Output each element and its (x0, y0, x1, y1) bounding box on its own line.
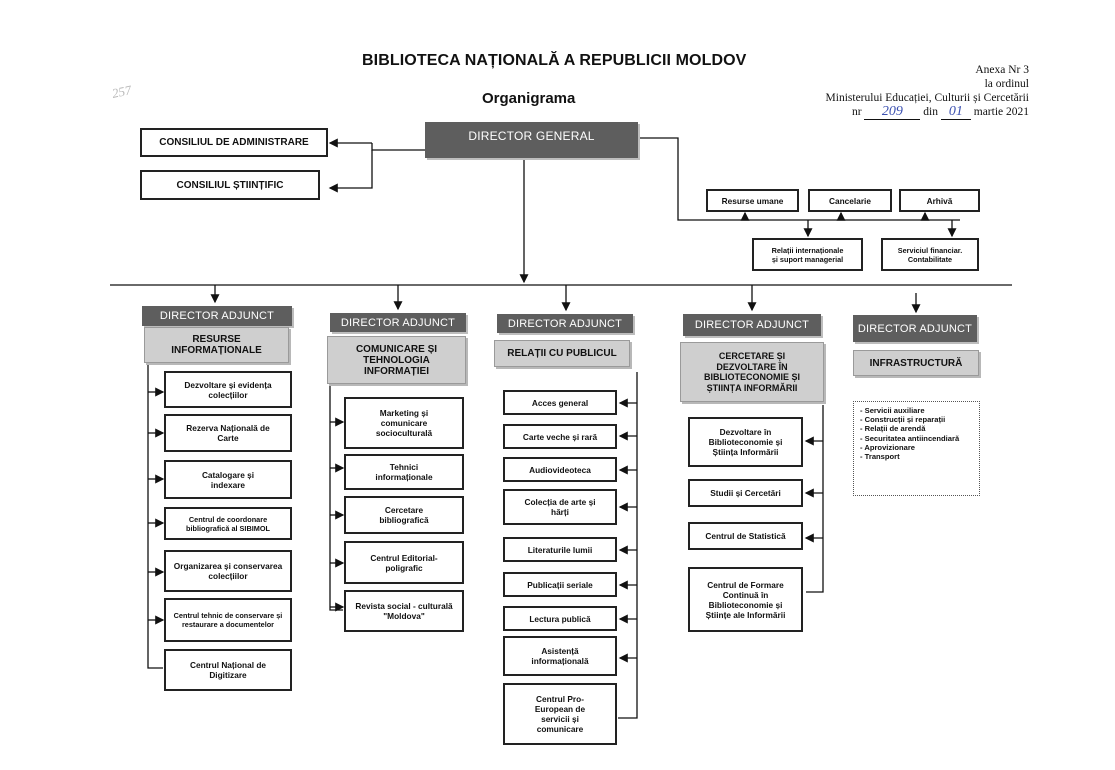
unit-lectura-publica: Lectura publică (503, 606, 617, 631)
unit-acces-general: Acces general (503, 390, 617, 415)
director-general-box: DIRECTOR GENERAL (425, 122, 638, 158)
annex-line-3: Ministerului Educației, Culturii și Cerc… (825, 92, 1029, 104)
unit-rezerva-nationala: Rezerva Națională de Carte (164, 414, 292, 452)
service-item: - Servicii auxiliare (860, 406, 925, 415)
service-item: - Aprovizionare (860, 442, 915, 452)
service-item: - Securitatea antiincendiară (860, 433, 960, 443)
unit-dezvoltare-biblioteconomie: Dezvoltare în Biblioteconomie și Știința… (688, 417, 803, 467)
annex-nr-label: nr (851, 106, 862, 118)
page-subtitle: Organigrama (482, 90, 576, 107)
unit-publicatii-seriale: Publicații seriale (503, 572, 617, 597)
area-cercetare-dezvoltare: CERCETARE ȘI DEZVOLTARE ÎN BIBLIOTECONOM… (680, 342, 824, 402)
unit-revista-moldova: Revista social - culturală "Moldova" (344, 590, 464, 632)
director-adjunct-1: DIRECTOR ADJUNCT (142, 306, 292, 326)
unit-centrul-tehnic-conservare: Centrul tehnic de conservare și restaura… (164, 598, 292, 642)
unit-cercetare-bibliografica: Cercetare bibliografică (344, 496, 464, 534)
annex-nr-value: 209 (864, 105, 921, 120)
unit-carte-veche: Carte veche și rară (503, 424, 617, 449)
page-title: BIBLIOTECA NAȚIONALĂ A REPUBLICII MOLDOV (362, 52, 747, 69)
unit-formare-continua: Centrul de Formare Continuă în Bibliotec… (688, 567, 803, 632)
financiar-line-1: Serviciul financiar. (897, 245, 963, 255)
director-adjunct-5: DIRECTOR ADJUNCT (853, 315, 977, 342)
annex-block: Anexa Nr 3 la ordinul Ministerului Educa… (826, 63, 1029, 120)
unit-audiovideoteca: Audiovideoteca (503, 457, 617, 482)
unit-studii-cercetari: Studii și Cercetări (688, 479, 803, 507)
financiar-line-2: Contabilitate (907, 254, 953, 264)
unit-literaturile-lumii: Literaturile lumii (503, 537, 617, 562)
service-item: - Relații de arendă (860, 424, 926, 434)
unit-digitizare: Centrul Național de Digitizare (164, 649, 292, 691)
unit-centrul-pro-european: Centrul Pro-European de servicii și comu… (503, 683, 617, 745)
council-administrare: CONSILIUL DE ADMINISTRARE (140, 128, 328, 157)
annex-din-label: din (923, 106, 938, 118)
support-relatii-internationale: Relații internaționale și suport manager… (752, 238, 863, 271)
unit-coordonare-sibimol: Centrul de coordonare bibliografică al S… (164, 507, 292, 540)
director-adjunct-2: DIRECTOR ADJUNCT (330, 313, 466, 332)
annex-line-1: Anexa Nr 3 (975, 64, 1029, 76)
support-serviciul-financiar: Serviciul financiar. Contabilitate (881, 238, 979, 271)
service-item: - Transport (860, 452, 900, 462)
council-stiintific: CONSILIUL ȘTIINȚIFIC (140, 170, 320, 200)
unit-dezvoltare-evidenta: Dezvoltare și evidența colecțiilor (164, 371, 292, 408)
unit-tehnici-informationale: Tehnici informaționale (344, 454, 464, 490)
area-relatii-publicul: RELAȚII CU PUBLICUL (494, 340, 630, 367)
unit-marketing: Marketing și comunicare socioculturală (344, 397, 464, 449)
unit-asistenta-informationala: Asistență informațională (503, 636, 617, 676)
annex-line-2: la ordinul (984, 78, 1029, 90)
support-resurse-umane: Resurse umane (706, 189, 799, 212)
unit-colectia-arte-harti: Colecția de arte și hărți (503, 489, 617, 525)
support-cancelarie: Cancelarie (808, 189, 892, 212)
infrastructura-services-list: - Servicii auxiliare - Construcții și re… (853, 401, 980, 496)
unit-organizarea-conservarea: Organizarea și conservarea colecțiilor (164, 550, 292, 592)
area-resurse-informationale: RESURSE INFORMAȚIONALE (144, 327, 289, 363)
area-comunicare-ti: COMUNICARE ȘI TEHNOLOGIA INFORMAȚIEI (327, 336, 466, 384)
director-adjunct-3: DIRECTOR ADJUNCT (497, 314, 633, 333)
unit-catalogare: Catalogare și indexare (164, 460, 292, 499)
area-infrastructura: INFRASTRUCTURĂ (853, 350, 979, 376)
annex-date-line: nr 209 din 01 martie 2021 (826, 105, 1029, 120)
annex-din-value: 01 (940, 105, 971, 120)
director-adjunct-4: DIRECTOR ADJUNCT (683, 314, 821, 336)
relatii-line-1: Relații internaționale (771, 245, 844, 255)
service-item: - Construcții și reparații (860, 415, 946, 425)
relatii-line-2: și suport managerial (771, 254, 844, 264)
unit-editorial-poligrafic: Centrul Editorial-poligrafic (344, 541, 464, 584)
annex-date-rest: martie 2021 (973, 106, 1029, 118)
support-arhiva: Arhivă (899, 189, 980, 212)
unit-centrul-statistica: Centrul de Statistică (688, 522, 803, 550)
